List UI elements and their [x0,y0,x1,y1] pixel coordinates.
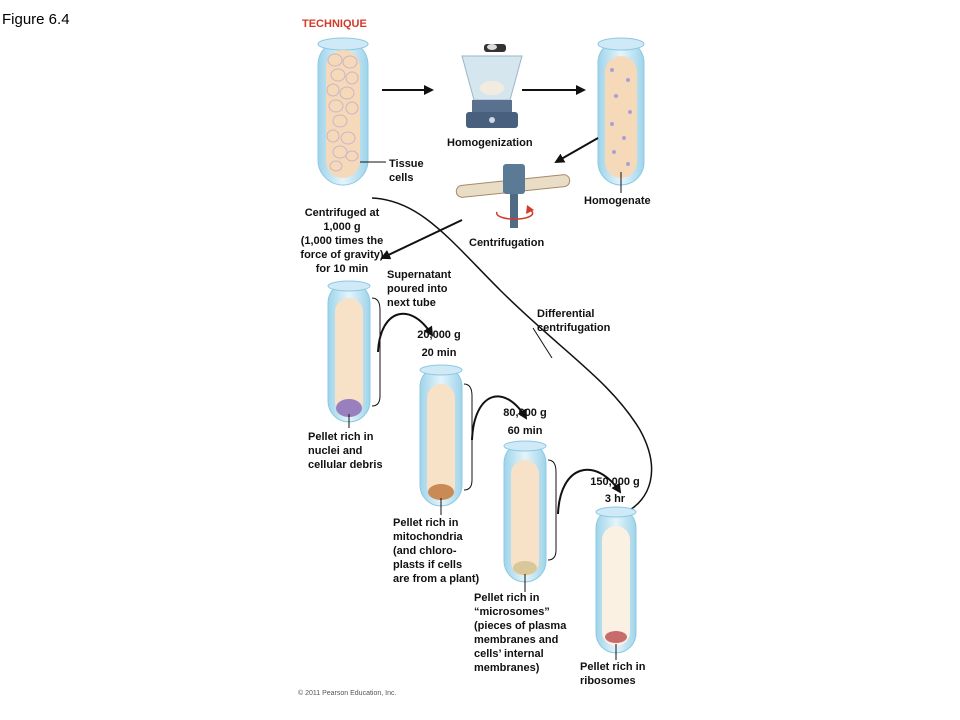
tube-microsomes [503,440,547,583]
tissue-cells-tube [317,37,369,186]
label-supernatant: Supernatant poured into next tube [387,269,452,309]
label-tissue-cells: Tissue cells [389,158,424,184]
tube-ribosomes [595,506,637,654]
label-centrifugation: Centrifugation [469,237,545,249]
label-spin-2-force: 80,000 g [503,407,547,419]
label-pellet-nuclei: Pellet rich in nuclei and cellular debri… [308,431,383,471]
label-spin-3-force: 150,000 g [590,476,640,488]
arrow-to-centrifuge [554,137,599,163]
differential-centrifugation-line [371,197,653,513]
label-homogenate: Homogenate [584,195,651,207]
centrifuge-rotor-icon [455,164,571,228]
pellet-microsomes [513,561,537,575]
label-pellet-mitochondria: Pellet rich in mitochondria (and chloro-… [393,517,480,585]
label-spin-3-time: 3 hr [604,493,626,505]
tube-nuclei [327,280,371,423]
blender-icon [461,44,523,128]
label-first-spin: Centrifuged at 1,000 g (1,000 times the … [300,207,384,275]
label-spin-1-force: 20,000 g [417,329,461,341]
homogenate-tube [597,37,645,186]
arrow-spin-2 [471,395,528,441]
pellet-mitochondria [428,484,454,500]
arrow-spin-3 [557,468,622,515]
pellet-ribosomes [605,631,627,643]
tissue-fill [326,50,360,178]
tissue-cells [326,53,359,172]
figure-title: Figure 6.4 [2,11,70,28]
tube-mitochondria [419,364,463,507]
pellet-nuclei [336,399,362,417]
label-pellet-ribosomes: Pellet rich in ribosomes [580,661,646,687]
label-spin-2-time: 60 min [507,425,543,437]
label-homogenization: Homogenization [447,137,533,149]
label-differential-centrifugation: Differential centrifugation [537,308,611,334]
label-pellet-microsomes: Pellet rich in “microsomes” (pieces of p… [474,592,567,674]
label-spin-1-time: 20 min [421,347,457,359]
technique-header: TECHNIQUE [302,18,367,30]
arrow-to-first-spin [380,219,463,260]
arrow-spin-1 [377,312,434,353]
homogenate-particles [610,68,632,166]
copyright-notice: © 2011 Pearson Education, Inc. [298,690,397,697]
